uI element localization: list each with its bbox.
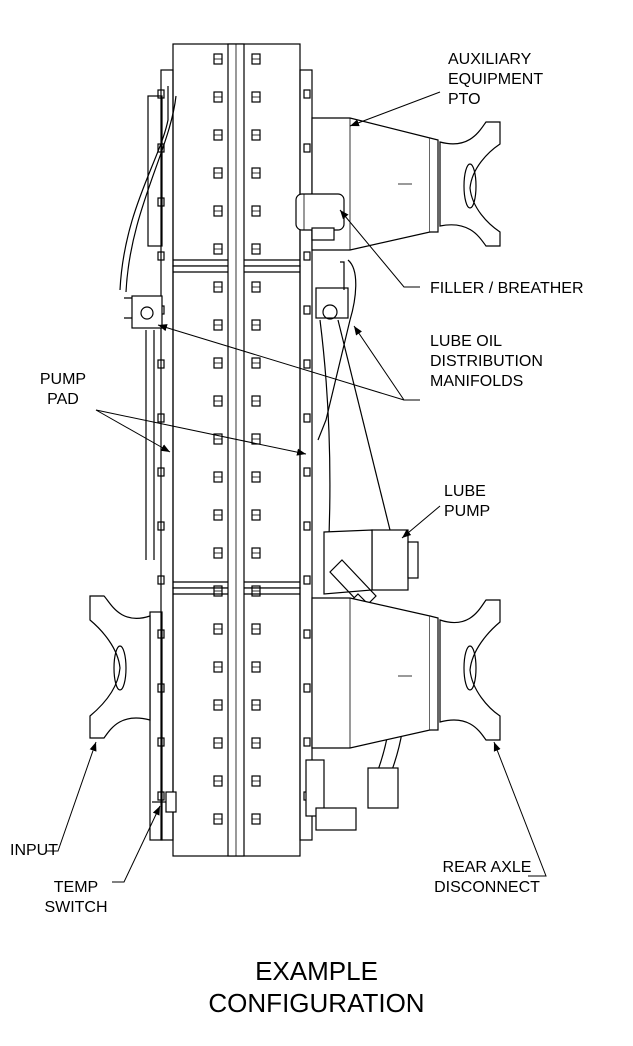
label-input-text: INPUT [10,842,58,859]
side-bolt [157,791,165,801]
label-auxiliary-equipment-pto: AUXILIARY EQUIPMENT PTO [448,50,543,110]
manifold-left [119,86,177,560]
bolt-pattern [157,53,311,825]
side-bolt [157,575,165,585]
diagram-caption: EXAMPLE CONFIGURATION [0,955,633,1019]
filler-breather [295,193,345,241]
manifold-right [315,259,391,561]
temp-switch [152,791,177,813]
side-bolt [303,629,311,639]
label-lube-pump: LUBE PUMP [444,482,490,522]
label-aux-line-3: PTO [448,91,481,108]
label-lube-oil-line-1: LUBE OIL [430,333,503,350]
side-bolt [157,89,165,99]
label-temp-switch: TEMP SWITCH [36,878,116,918]
caption-line-2: CONFIGURATION [208,988,425,1018]
side-bolt [157,737,165,747]
side-bolt [157,467,165,477]
label-lube-oil-line-3: MANIFOLDS [430,373,524,390]
leader-lines [46,91,547,883]
side-bolt [303,467,311,477]
label-temp-line-2: SWITCH [44,899,108,916]
label-aux-line-1: AUXILIARY [448,51,532,68]
label-temp-line-1: TEMP [53,879,99,896]
side-bolt [157,521,165,531]
label-pump-pad-line-2: PAD [47,391,79,408]
side-bolt [157,251,165,261]
side-bolt [303,683,311,693]
input-yoke [89,595,151,739]
caption-line-1: EXAMPLE [255,956,378,986]
label-filler-breather: FILLER / BREATHER [430,279,584,299]
side-bolt [303,89,311,99]
side-bolt [303,359,311,369]
side-bolt [303,737,311,747]
label-input: INPUT [10,841,58,861]
side-bolt [157,683,165,693]
label-lube-pump-line-2: PUMP [444,503,491,520]
main-housing [147,43,313,857]
label-rear-axle-line-1: REAR AXLE [442,859,532,876]
side-bolt [303,413,311,423]
label-lube-pump-line-1: LUBE [444,483,486,500]
side-bolt [303,521,311,531]
rear-axle-housing [311,597,501,749]
label-pump-pad: PUMP PAD [20,370,106,410]
label-aux-line-2: EQUIPMENT [448,71,544,88]
label-filler-text: FILLER / BREATHER [430,280,584,297]
side-bolt [303,251,311,261]
label-pump-pad-line-1: PUMP [39,371,87,388]
side-bolt [303,575,311,585]
side-bolt [303,305,311,315]
side-bolt [157,629,165,639]
label-rear-axle-line-2: DISCONNECT [434,879,540,896]
label-lube-oil-line-2: DISTRIBUTION [430,353,543,370]
side-bolt [157,359,165,369]
label-rear-axle-disconnect: REAR AXLE DISCONNECT [432,858,542,898]
side-bolt [157,413,165,423]
side-bolt [303,143,311,153]
side-bolt [157,197,165,207]
label-lube-oil-distribution-manifolds: LUBE OIL DISTRIBUTION MANIFOLDS [430,332,543,392]
